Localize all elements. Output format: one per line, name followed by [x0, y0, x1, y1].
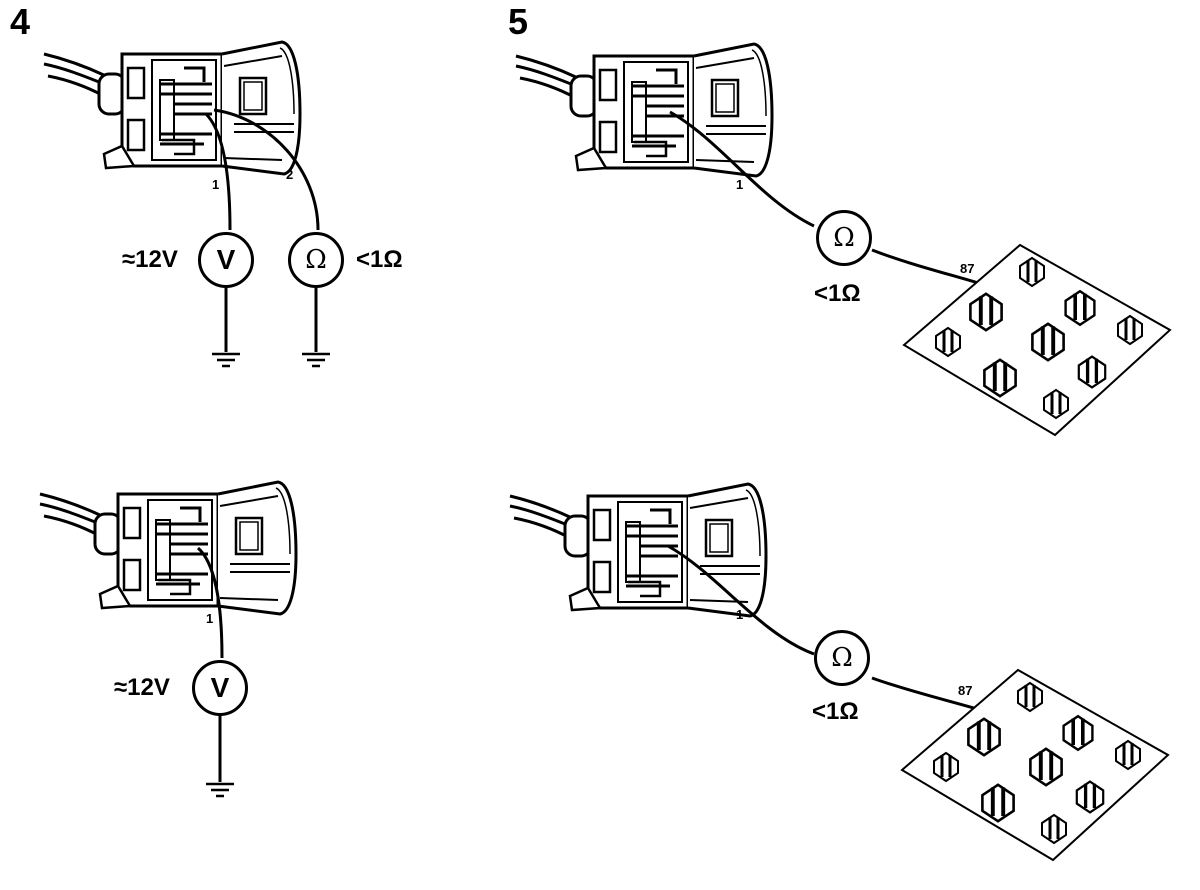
wire-4-pin2 — [213, 108, 320, 231]
pin-label-2: 2 — [286, 167, 294, 182]
pin-label-87: 87 — [960, 261, 975, 276]
connector-4-top — [42, 40, 302, 176]
ohmmeter-icon-5: Ω — [816, 210, 872, 266]
connector-4-bottom — [38, 480, 298, 616]
wire-5-bottom-pin1 — [667, 544, 815, 656]
ohmmeter-icon-5-bottom: Ω — [814, 630, 870, 686]
resistance-reading-5-bottom: <1Ω — [812, 698, 859, 725]
resistance-reading-5: <1Ω — [814, 280, 861, 307]
pin-label-1-5: 1 — [736, 177, 744, 192]
ground-symbol-4-volt — [210, 352, 242, 368]
wire-4-bottom-pin1 — [196, 546, 224, 659]
pin-label-1-bottom: 1 — [206, 611, 214, 626]
voltage-reading-4: ≈12V — [122, 246, 178, 273]
voltmeter-icon-bottom: V — [192, 660, 248, 716]
connector-5-bottom — [508, 482, 768, 618]
relay-base-top — [902, 243, 1172, 437]
pin-label-1-5-bottom: 1 — [736, 607, 744, 622]
pin-label-87-bottom: 87 — [958, 683, 973, 698]
ground-symbol-4-ohm — [300, 352, 332, 368]
ohmmeter-icon: Ω — [288, 232, 344, 288]
voltage-reading-4-bottom: ≈12V — [114, 674, 170, 701]
ground-symbol-4-bottom — [204, 782, 236, 798]
connector-5-top — [514, 42, 774, 178]
step-number-4: 4 — [10, 1, 31, 42]
wire-5-pin1 — [669, 110, 815, 228]
relay-base-bottom — [900, 668, 1170, 862]
pin-label-1: 1 — [212, 177, 220, 192]
voltmeter-icon: V — [198, 232, 254, 288]
resistance-reading-4: <1Ω — [356, 246, 403, 273]
wire-4-pin1 — [204, 112, 232, 231]
step-number-5: 5 — [508, 1, 529, 42]
